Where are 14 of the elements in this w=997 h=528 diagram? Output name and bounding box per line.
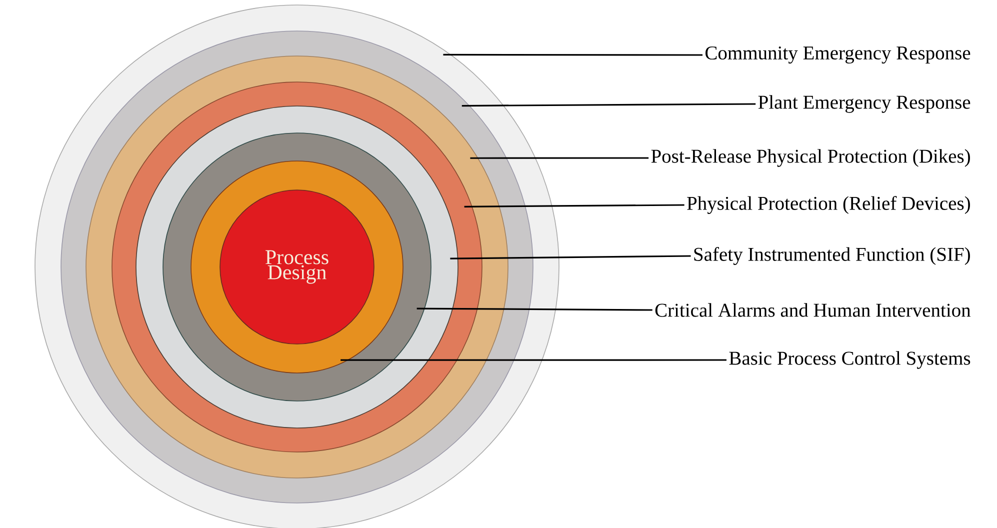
leader-line [470,157,649,159]
layer-label: Community Emergency Response [706,46,970,64]
layer-label: Basic Process Control Systems [729,351,970,369]
layer-label: Safety Instrumented Function (SIF) [694,247,970,265]
layer-label: Physical Protection (Relief Devices) [687,196,970,214]
layer-label: Post-Release Physical Protection (Dikes) [651,149,970,167]
layer-label: Critical Alarms and Human Intervention [655,303,971,317]
layer-label: Plant Emergency Response [758,95,970,113]
leader-line [443,54,702,56]
leader-line [416,308,652,311]
leader-line [464,204,684,208]
leader-line [450,255,691,260]
leader-line [340,359,726,361]
leader-line [462,103,756,107]
